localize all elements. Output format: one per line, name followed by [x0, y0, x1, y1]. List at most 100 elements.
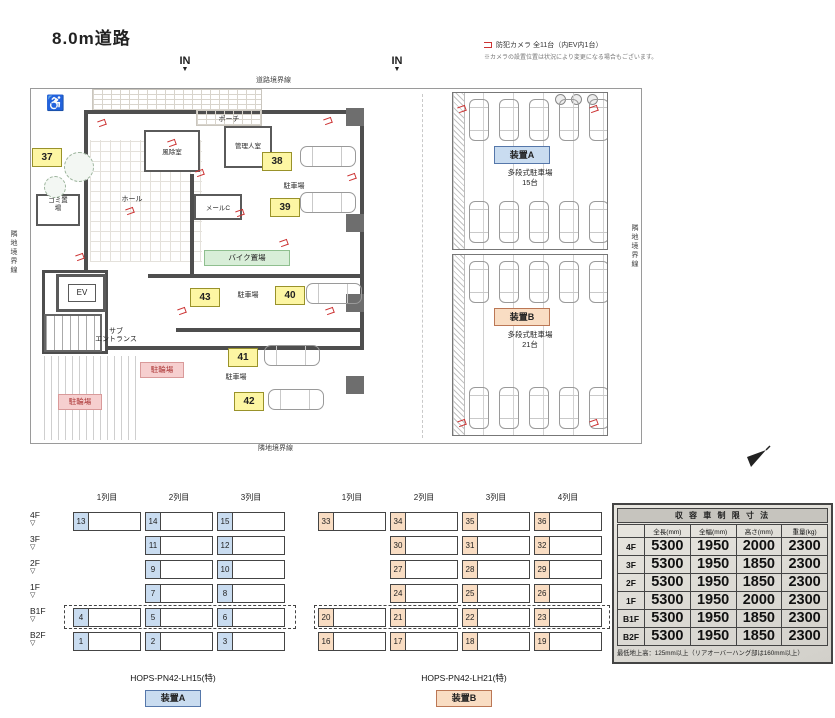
parking-pallet: 17: [390, 632, 458, 651]
car-icon: [499, 261, 519, 303]
pallet-number: 33: [319, 513, 334, 530]
tree-icon: [64, 152, 94, 182]
limits-floor-cell: 1F: [617, 591, 645, 610]
limits-floor-cell: B1F: [617, 609, 645, 628]
car-icon: [559, 261, 579, 303]
column-block: [346, 214, 364, 232]
pallet-number: 30: [391, 537, 406, 554]
pallet-number: 26: [535, 585, 550, 602]
parking-pallet: 35: [462, 512, 530, 531]
vehicle-limits-panel: 収 容 車 制 限 寸 法 全長(mm)全幅(mm)高さ(mm)重量(kg)4F…: [612, 503, 833, 664]
windbreak-label: 風除室: [162, 149, 182, 156]
pallet-number: 19: [535, 633, 550, 650]
car-icon: [499, 99, 519, 141]
car-icon: [469, 387, 489, 429]
pallet-number: 9: [146, 561, 161, 578]
pallet-number: 25: [463, 585, 478, 602]
parking-spot-40: 40: [275, 286, 305, 305]
parking-pallet: 30: [390, 536, 458, 555]
limits-value-cell: 2300: [781, 627, 828, 646]
car-icon: [559, 99, 579, 141]
parking-pallet: 23: [534, 608, 602, 627]
mail-corner-room: [194, 194, 242, 220]
pallet-number: 7: [146, 585, 161, 602]
floor-label: 2F▽: [30, 558, 40, 576]
site-boundary: [30, 88, 642, 444]
parking-pallet: 28: [462, 560, 530, 579]
camera-icon: [484, 42, 492, 48]
parking-pallet: 32: [534, 536, 602, 555]
adjacent-boundary-right: 隣地境界線: [631, 224, 638, 269]
hatch-strip: [453, 255, 465, 435]
pallet-number: 18: [463, 633, 478, 650]
parking-pallet: 26: [534, 584, 602, 603]
pallet-number: 31: [463, 537, 478, 554]
camera-legend: 防犯カメラ 全11台（内EV内1台） ※カメラの設置位置は状況により変更になる場…: [484, 40, 824, 61]
road-boundary-label: 道路境界線: [256, 77, 291, 84]
garbage-room: [36, 194, 80, 226]
sub-entrance-line1: サブ: [109, 328, 123, 335]
pallet-number: 16: [319, 633, 334, 650]
car-icon: [469, 261, 489, 303]
floor-label: B1F▽: [30, 606, 46, 624]
parking-pallet: 4: [73, 608, 141, 627]
pallet-number: 3: [218, 633, 233, 650]
parking-pallet: 33: [318, 512, 386, 531]
pallet-number: 14: [146, 513, 161, 530]
site-plan: 道路境界線 IN ▼ IN ▼ 隣地境界線 隣地境界線 隣地境界線 ポーチ 風除…: [10, 55, 648, 454]
bicycle-parking-label: 駐輪場: [58, 394, 102, 410]
pallet-number: 4: [74, 609, 89, 626]
car-icon: [559, 201, 579, 243]
parking-pallet: 13: [73, 512, 141, 531]
device-b-type: 多段式駐車場: [507, 330, 553, 339]
parking-pallet: 16: [318, 632, 386, 651]
device-a-desc: 多段式駐車場 15台: [480, 168, 580, 188]
pallet-number: 17: [391, 633, 406, 650]
limits-value-cell: 5300: [644, 573, 691, 592]
pallet-number: 21: [391, 609, 406, 626]
parking-pallet: 25: [462, 584, 530, 603]
limits-value-cell: 2300: [781, 573, 828, 592]
pallet-number: 6: [218, 609, 233, 626]
floor-label: 1F▽: [30, 582, 40, 600]
porch-label: ポーチ: [218, 116, 240, 123]
limits-value-cell: 1850: [735, 555, 783, 574]
column-header: 2列目: [413, 493, 435, 502]
parking-pallet: 20: [318, 608, 386, 627]
column-block: [346, 376, 364, 394]
car-icon: [589, 387, 607, 429]
staircase: [44, 314, 102, 352]
device-a-grid-badge: 装置A: [145, 690, 201, 707]
pallet-number: 36: [535, 513, 550, 530]
car-icon: [268, 389, 324, 410]
limits-note: 最低地上高：125mm以上（リアオーバーハング部は160mm以上）: [617, 650, 804, 657]
ground-level-outline: [64, 605, 296, 629]
adjacent-boundary-left: 隣地境界線: [10, 230, 17, 275]
pallet-number: 29: [535, 561, 550, 578]
in-label: IN: [179, 55, 191, 67]
limits-floor-cell: 4F: [617, 537, 645, 556]
parking-pallet: 18: [462, 632, 530, 651]
parking-pallet: 3: [217, 632, 285, 651]
limits-value-cell: 5300: [644, 537, 691, 556]
in-label: IN: [391, 55, 403, 67]
limits-value-cell: 2300: [781, 609, 828, 628]
pallet-number: 22: [463, 609, 478, 626]
parking-spot-39: 39: [270, 198, 300, 217]
device-a-type: 多段式駐車場: [507, 168, 553, 177]
limits-header-cell: 全幅(mm): [689, 524, 737, 538]
limits-title: 収 容 車 制 限 寸 法: [617, 508, 828, 523]
car-icon: [529, 387, 549, 429]
sub-entrance-label: サブ エントランス: [84, 328, 148, 343]
car-icon: [499, 387, 519, 429]
manager-label: 管理人室: [235, 143, 261, 150]
pallet-number: 1: [74, 633, 89, 650]
limits-value-cell: 5300: [644, 609, 691, 628]
limits-value-cell: 1950: [689, 555, 737, 574]
pallet-number: 12: [218, 537, 233, 554]
parking-pallet: 27: [390, 560, 458, 579]
hall-label: ホール: [121, 196, 143, 203]
